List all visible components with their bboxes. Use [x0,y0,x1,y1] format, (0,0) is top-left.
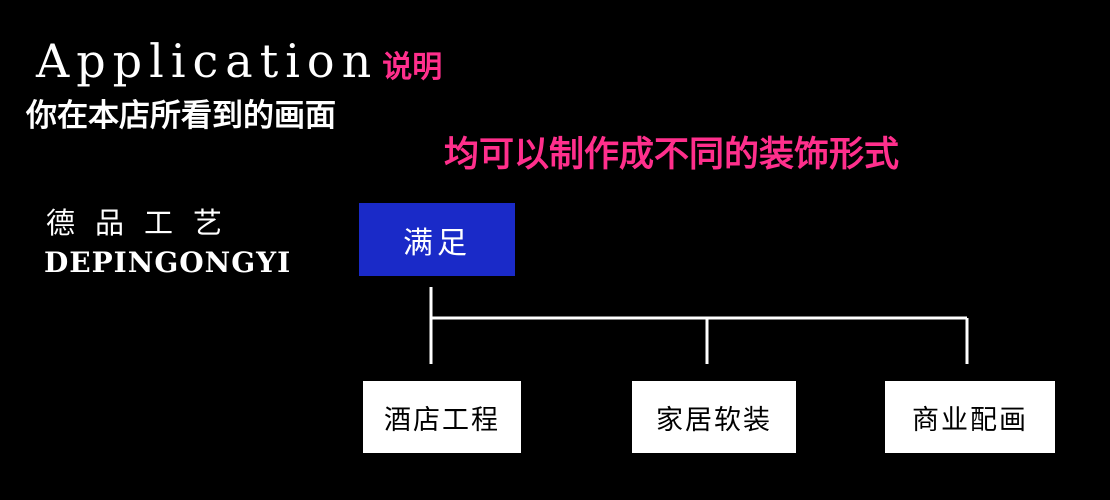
application-suffix: 说明 [382,50,443,85]
brand-name-english: DEPINGONGYI [44,246,292,279]
header-title: Application 说明 [36,34,442,90]
application-word: Application [36,34,379,88]
tree-child-hotel-engineering: 酒店工程 [363,381,521,453]
description-line-1: 你在本店所看到的画面 [26,98,336,134]
description-line-2: 均可以制作成不同的装饰形式 [444,135,900,175]
tree-child-commercial-paintings: 商业配画 [885,381,1055,453]
tree-root-box: 满足 [359,203,515,276]
brand-name-chinese: 德品工艺 [46,206,243,240]
tree-child-home-soft-furnishing: 家居软装 [632,381,796,453]
